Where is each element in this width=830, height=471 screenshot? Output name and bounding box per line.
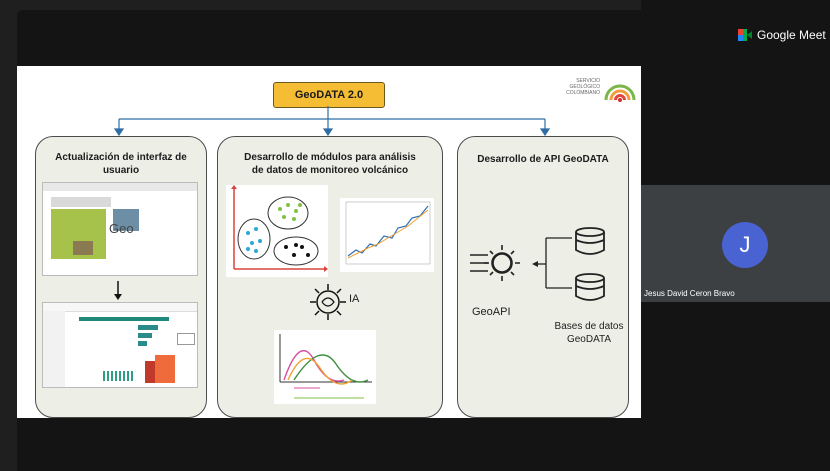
logo-line: SERVICIO: [576, 78, 600, 84]
old-interface-screenshot: Geo: [42, 182, 198, 276]
panel-title-line: de datos de monitoreo volcánico: [251, 165, 409, 176]
meet-brand-label: Google Meet: [757, 28, 826, 42]
geo-logo-text: Geo: [109, 221, 134, 236]
panel-title-line: Desarrollo de API GeoDATA: [477, 154, 609, 165]
panel-title: Desarrollo de módulos para análisis de d…: [218, 151, 442, 177]
database-label-line: Bases de datos: [554, 321, 624, 332]
participant-avatar: J: [722, 222, 768, 268]
panel-title: Desarrollo de API GeoDATA: [458, 153, 628, 166]
meet-brand: Google Meet: [738, 28, 826, 42]
connector-arrows: [113, 106, 551, 137]
database-link-diagram: [532, 227, 605, 301]
participant-name: Jesus David Ceron Bravo: [644, 289, 735, 298]
database-label: Bases de datos GeoDATA: [548, 320, 630, 346]
ai-brain-icon: [310, 284, 346, 320]
new-dashboard-screenshot: [42, 302, 198, 388]
google-meet-logo-icon: [738, 29, 752, 41]
logo-line: GEOLÓGICO: [569, 84, 600, 90]
panel-title: Actualización de interfaz de usuario: [36, 151, 206, 177]
timeseries-plot: [340, 198, 434, 272]
sgc-logo-text: SERVICIO GEOLÓGICO COLOMBIANO: [555, 78, 600, 96]
ia-label: IA: [349, 293, 360, 305]
logo-line: COLOMBIANO: [566, 90, 600, 96]
panel-title-line: usuario: [102, 165, 140, 176]
slide-title: GeoDATA 2.0: [273, 82, 385, 108]
api-gear-icon: [470, 245, 520, 281]
geoapi-label: GeoAPI: [472, 306, 511, 318]
sgc-logo-icon: [604, 84, 636, 102]
database-label-line: GeoDATA: [566, 334, 612, 345]
distribution-plot: [274, 330, 376, 404]
clustering-diagram: [226, 185, 328, 277]
panel-title-line: Actualización de interfaz de: [55, 152, 187, 163]
panel-title-line: Desarrollo de módulos para análisis: [244, 152, 416, 163]
panel-api: Desarrollo de API GeoDATA: [457, 136, 629, 418]
down-arrow: [114, 281, 122, 300]
